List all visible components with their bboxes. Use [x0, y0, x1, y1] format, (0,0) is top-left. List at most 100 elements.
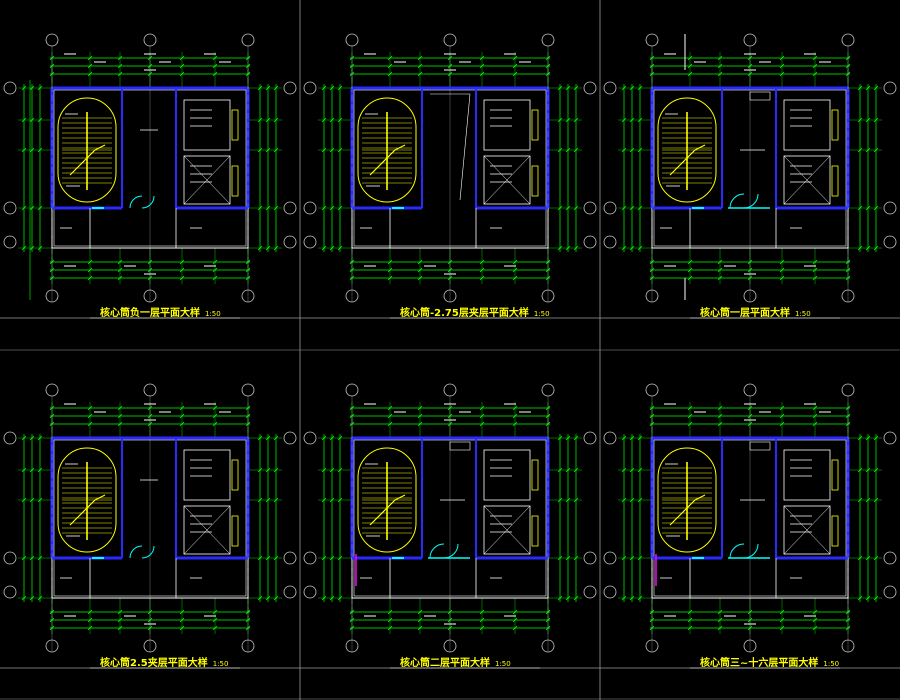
panel-scale: 1:50 [823, 660, 840, 668]
outer-wall-inner [353, 439, 547, 597]
elevator-car-cross [183, 505, 231, 555]
elevator-shaft [183, 99, 231, 151]
elevator-counterweight [531, 459, 539, 491]
panel-scale: 1:50 [205, 310, 221, 318]
axis-bubble [283, 585, 297, 599]
axis-bubble [303, 201, 317, 215]
panel-caption: 核心筒一层平面大样 1:50 [700, 304, 811, 319]
axis-bubble [303, 585, 317, 599]
axis-bubble [303, 81, 317, 95]
stair-landing-outline [357, 447, 417, 553]
elevator-shaft [483, 505, 531, 555]
stair-landing-outline [57, 447, 117, 553]
elevator-shaft [183, 155, 231, 205]
axis-bubble [3, 551, 17, 565]
axis-bubble [443, 383, 457, 397]
axis-bubble [583, 585, 597, 599]
axis-bubble [883, 201, 897, 215]
axis-bubble [841, 33, 855, 47]
floor-plan-panel [303, 33, 597, 319]
stair-landing-outline [57, 97, 117, 203]
elevator-counterweight [831, 515, 839, 547]
axis-bubble [743, 33, 757, 47]
outer-wall-inner [653, 89, 847, 247]
axis-bubble [603, 201, 617, 215]
stair-landing-outline [657, 97, 717, 203]
shaft-opening [749, 441, 771, 451]
axis-bubble [303, 431, 317, 445]
outer-wall-inner [653, 439, 847, 597]
panel-caption: 核心筒2.5夹层平面大样 1:50 [100, 654, 228, 669]
elevator-counterweight [531, 515, 539, 547]
axis-bubble [3, 431, 17, 445]
elevator-shaft [783, 449, 831, 501]
panel-title: 核心筒三~十六层平面大样 [700, 658, 819, 669]
stair-direction-arrow [669, 144, 706, 176]
axis-bubble [603, 551, 617, 565]
axis-bubble [883, 81, 897, 95]
outer-wall-inner [53, 439, 247, 597]
axis-bubble [345, 383, 359, 397]
axis-bubble [645, 33, 659, 47]
door-swing [129, 195, 155, 209]
axis-bubble [583, 431, 597, 445]
axis-bubble [541, 383, 555, 397]
axis-bubble [283, 201, 297, 215]
elevator-shaft [783, 155, 831, 205]
axis-bubble [645, 383, 659, 397]
floor-plan-panel [603, 383, 897, 669]
axis-bubble [303, 235, 317, 249]
panel-title: 核心筒一层平面大样 [700, 308, 790, 319]
axis-bubble [143, 383, 157, 397]
door-swing [429, 543, 459, 559]
stair-direction-arrow [69, 144, 106, 176]
panel-caption: 核心筒-2.75层夹层平面大样 1:50 [400, 304, 550, 319]
axis-bubble [303, 551, 317, 565]
elevator-shaft [483, 449, 531, 501]
outer-wall-inner [353, 89, 547, 247]
floor-plan-panel [3, 383, 297, 669]
axis-bubble [583, 81, 597, 95]
axis-bubble [583, 235, 597, 249]
section-cut-marks [29, 34, 686, 300]
stair-direction-arrow [369, 494, 406, 526]
axis-bubble [345, 33, 359, 47]
panel-scale: 1:50 [795, 310, 811, 318]
axis-bubble [3, 585, 17, 599]
elevator-car-cross [783, 155, 831, 205]
axis-bubble [603, 81, 617, 95]
elevator-counterweight [231, 109, 239, 141]
panel-title: 核心筒2.5夹层平面大样 [100, 658, 208, 669]
panel-title: 核心筒二层平面大样 [400, 658, 490, 669]
stair-direction-arrow [69, 494, 106, 526]
axis-bubble [283, 235, 297, 249]
axis-bubble [241, 33, 255, 47]
floor-plan-panel [603, 33, 897, 319]
elevator-counterweight [831, 109, 839, 141]
axis-bubble [883, 585, 897, 599]
panel-scale: 1:50 [495, 660, 511, 668]
axis-bubble [603, 235, 617, 249]
axis-bubble [603, 585, 617, 599]
elevator-counterweight [231, 459, 239, 491]
elevator-counterweight [531, 165, 539, 197]
door-swing [129, 545, 155, 559]
shaft-opening [749, 91, 771, 101]
elevator-shaft [183, 505, 231, 555]
elevator-counterweight [231, 165, 239, 197]
axis-bubble [583, 551, 597, 565]
shaft-opening [449, 441, 471, 451]
elevator-counterweight [231, 515, 239, 547]
panel-title: 核心筒-2.75层夹层平面大样 [400, 308, 529, 319]
axis-bubble [45, 383, 59, 397]
floor-plan-panel [3, 33, 297, 319]
panel-scale: 1:50 [212, 660, 229, 668]
elevator-car-cross [483, 505, 531, 555]
elevator-shaft [783, 99, 831, 151]
elevator-shaft [783, 505, 831, 555]
axis-bubble [283, 551, 297, 565]
panel-caption: 核心筒三~十六层平面大样 1:50 [700, 654, 839, 669]
panel-scale: 1:50 [533, 310, 550, 318]
axis-bubble [143, 33, 157, 47]
